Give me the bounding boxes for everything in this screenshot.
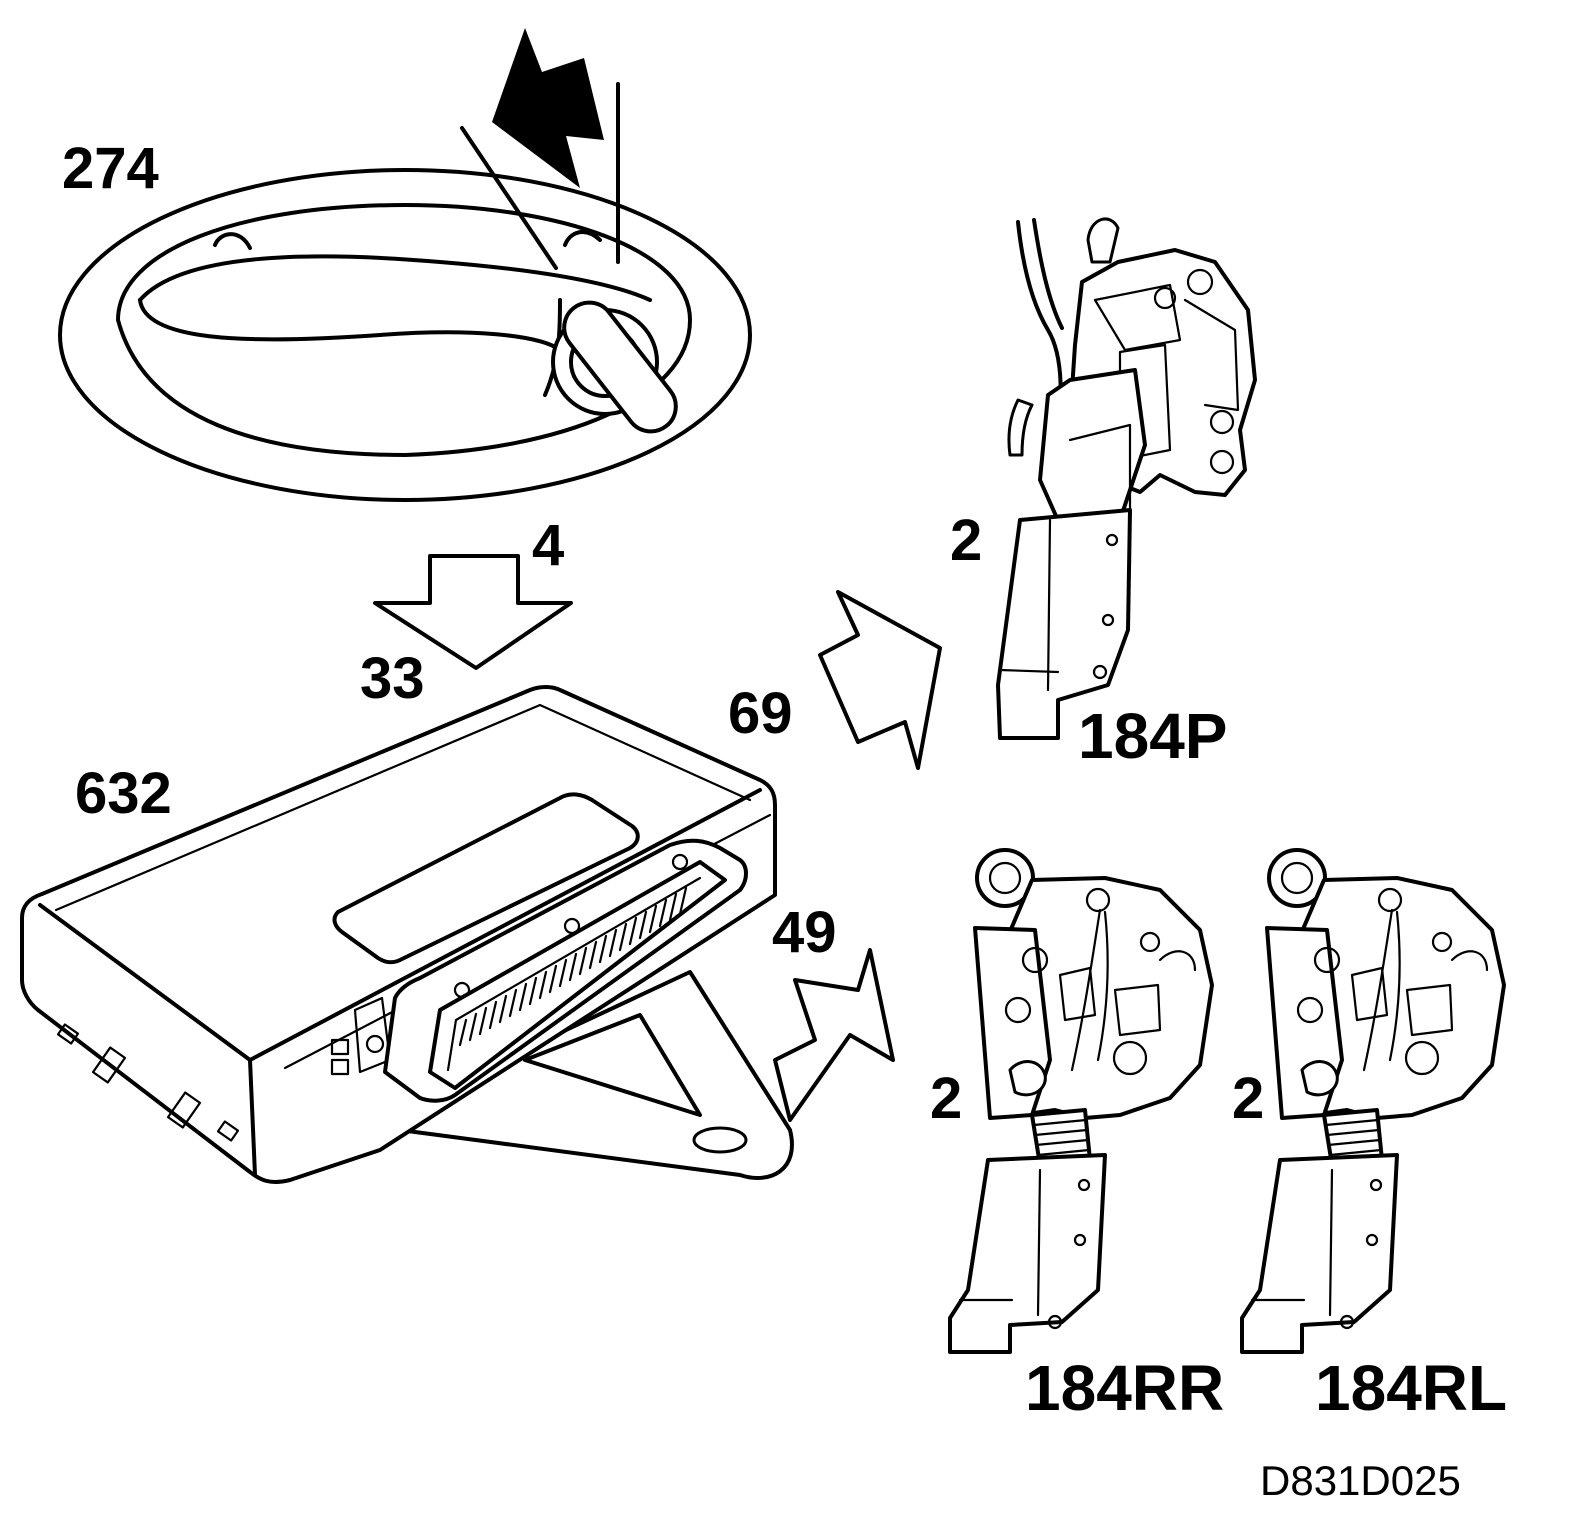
door-lock-actuator-icon bbox=[948, 848, 1214, 1354]
pin-label-rear-right: 2 bbox=[930, 1066, 962, 1131]
door-lock-actuator-icon bbox=[1240, 848, 1506, 1354]
signal-arrow-69-icon bbox=[818, 590, 942, 770]
signal-arrow-49-icon bbox=[773, 948, 895, 1122]
signal-arrow-down-icon bbox=[373, 554, 573, 670]
control-unit-label: 632 bbox=[75, 761, 172, 826]
pin-label-passenger: 2 bbox=[950, 508, 982, 573]
actuator-label-184rl: 184RL bbox=[1315, 1352, 1507, 1424]
signal-label-69: 69 bbox=[728, 681, 793, 746]
door-lock-actuator-icon bbox=[996, 217, 1257, 740]
signal-label-33: 33 bbox=[360, 646, 425, 711]
pin-label-rear-left: 2 bbox=[1232, 1066, 1264, 1131]
signal-label-4: 4 bbox=[532, 513, 564, 578]
door-handle-icon bbox=[58, 28, 752, 502]
signal-label-49: 49 bbox=[772, 900, 837, 965]
diagram-reference-code: D831D025 bbox=[1260, 1457, 1461, 1504]
handle-label: 274 bbox=[62, 136, 159, 201]
actuator-label-184rr: 184RR bbox=[1025, 1352, 1224, 1424]
actuator-label-184p: 184P bbox=[1078, 700, 1227, 772]
control-module-icon bbox=[20, 685, 794, 1184]
